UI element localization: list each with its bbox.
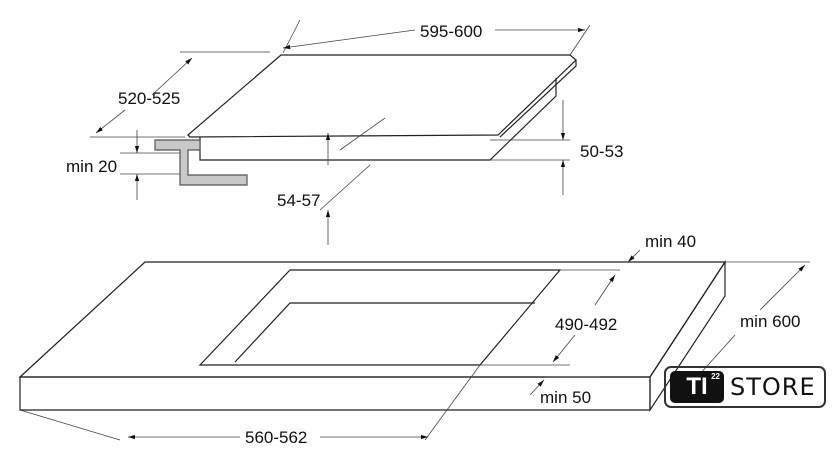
cutout-inner <box>234 302 535 363</box>
dim-hob-body-height: 50-53 <box>580 142 623 161</box>
dim-min-600: min 600 <box>740 312 800 331</box>
dim-min-50: min 50 <box>540 388 591 407</box>
dim-depth-under: 54-57 <box>277 191 320 210</box>
dim-cutout-width: 560-562 <box>245 428 307 447</box>
countertop-side <box>649 259 726 413</box>
dim-hob-depth: 520-525 <box>118 89 180 108</box>
hob-glass-edge <box>499 60 577 138</box>
dim-cutout-depth: 490-492 <box>555 315 617 334</box>
cutout-outer <box>198 269 562 366</box>
logo-word: STORE <box>730 373 816 401</box>
countertop-bracket <box>154 139 248 186</box>
logo-mark-text: TI <box>686 373 708 400</box>
dim-min-20: min 20 <box>66 157 117 176</box>
hob-glass-top <box>187 54 577 138</box>
logo-superscript: 22 <box>711 372 720 381</box>
countertop-top <box>18 261 727 378</box>
dim-min-40: min 40 <box>645 232 696 251</box>
dim-hob-width: 595-600 <box>420 22 482 41</box>
